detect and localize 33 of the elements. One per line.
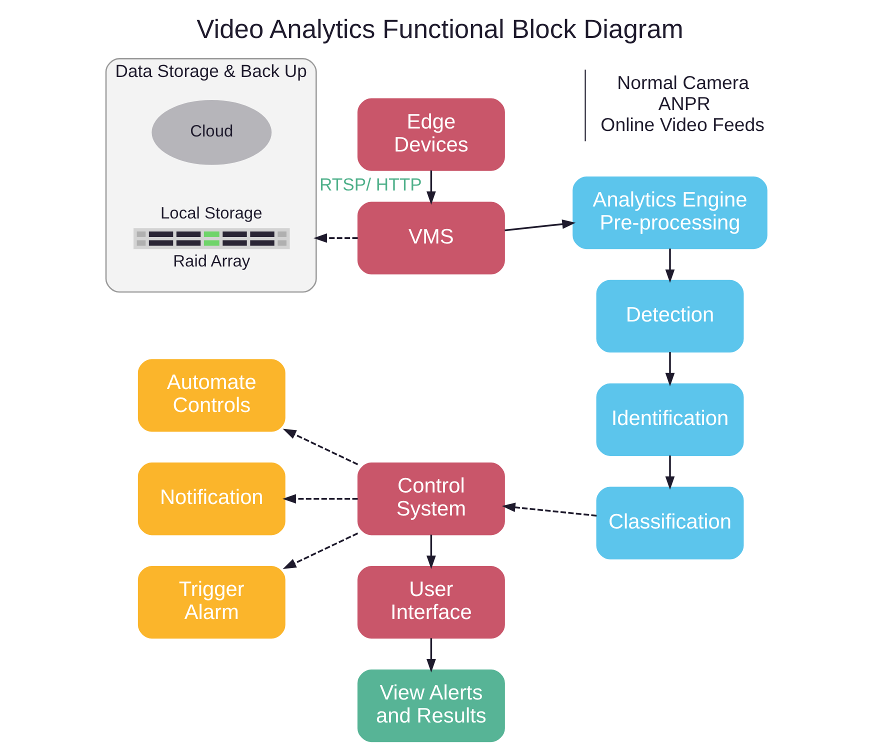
node-box: Identification — [596, 383, 744, 456]
node-box: Detection — [596, 280, 744, 353]
node-label: Local Storage — [160, 204, 262, 222]
diagram-title: Video Analytics Functional Block Diagram — [196, 14, 684, 44]
node-box — [134, 228, 290, 250]
arrow — [282, 532, 358, 569]
arrow — [426, 170, 436, 205]
arrow — [665, 248, 675, 283]
node-box: Automate Controls — [138, 359, 286, 432]
arrow — [426, 638, 436, 672]
node-box: Notification — [138, 462, 286, 536]
node-box: Trigger Alarm — [138, 566, 286, 639]
arrow — [665, 352, 675, 386]
node-box: Edge Devices — [357, 98, 505, 171]
node-box: User Interface — [357, 566, 505, 639]
edge-label: RTSP/ HTTP — [320, 174, 422, 194]
arrow — [504, 219, 576, 232]
node-box: Analytics Engine Pre-processing — [572, 176, 768, 250]
node-label: Raid Array — [173, 252, 250, 271]
node-box: Classification — [596, 486, 744, 560]
arrow — [502, 502, 597, 517]
arrow — [665, 456, 675, 490]
arrow — [282, 428, 358, 466]
node-label: Normal Camera — [617, 72, 750, 94]
node-label: Online Video Feeds — [600, 114, 764, 135]
node-box: Control System — [357, 462, 505, 536]
node-box: View Alerts and Results — [357, 669, 505, 742]
arrow — [426, 534, 436, 570]
node-label: ANPR — [658, 92, 710, 114]
arrow — [282, 494, 358, 504]
arrow — [314, 233, 358, 243]
node-ellipse: Cloud — [152, 100, 272, 165]
node-box: VMS — [357, 202, 505, 274]
